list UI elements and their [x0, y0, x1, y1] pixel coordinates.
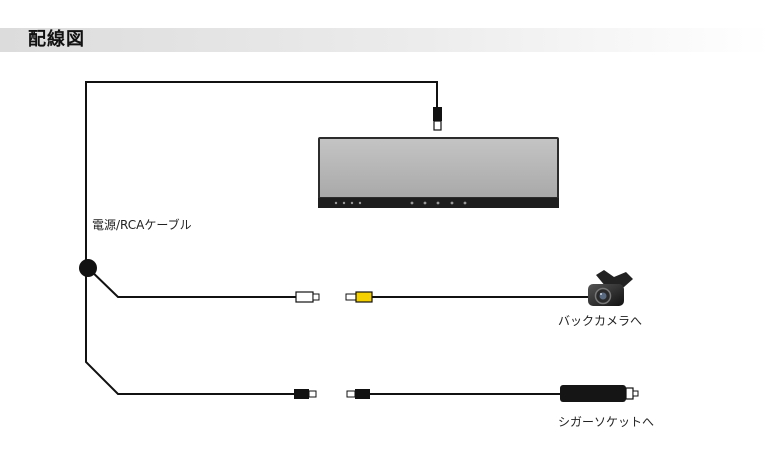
rca-connector-white	[295, 291, 320, 303]
cigar-socket-label: シガーソケットへ	[558, 415, 655, 429]
junction-node	[79, 259, 97, 277]
mirror-monitor	[318, 137, 559, 208]
title-bar: 配線図	[0, 28, 770, 52]
rca-connector-yellow	[345, 291, 373, 303]
main-wire	[85, 81, 438, 395]
power-cable-label: 電源/RCAケーブル	[92, 218, 192, 232]
rca-branch-wire	[85, 265, 296, 298]
back-camera	[588, 270, 633, 306]
cigar-socket-adapter	[560, 385, 639, 402]
back-camera-label: バックカメラへ	[558, 314, 643, 328]
mirror-plug	[433, 107, 442, 131]
cigar-plug-right	[346, 389, 370, 399]
page-title: 配線図	[28, 29, 85, 50]
cigar-plug-left	[294, 389, 317, 399]
